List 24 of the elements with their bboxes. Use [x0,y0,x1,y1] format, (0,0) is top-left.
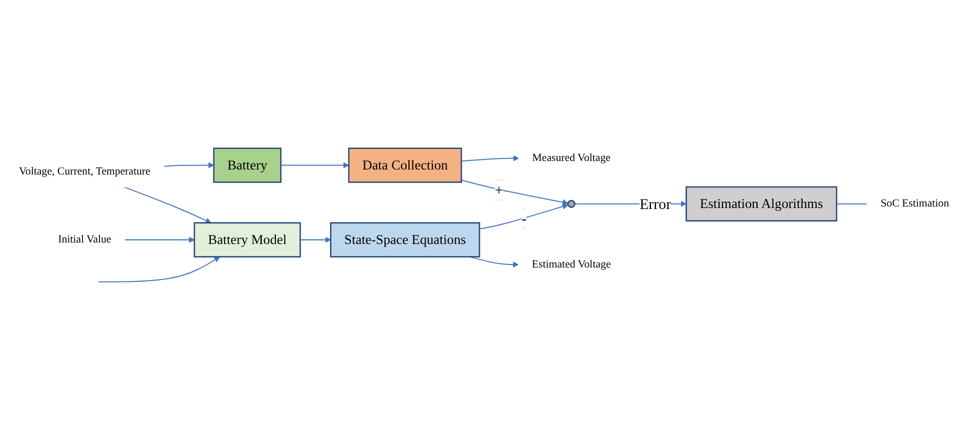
node-text: Voltage, Current, Temperature [18,166,150,178]
node-circle [567,200,576,208]
arrow [300,236,331,243]
node-text: Estimated Voltage [532,258,611,270]
node-text: SoC Estimation [880,198,950,210]
edge-label: Error [640,195,672,212]
arrow [164,162,214,168]
arrow [98,256,220,282]
connector [836,203,868,204]
arrow [461,155,519,162]
edge-label: - [522,210,527,227]
arrow [469,256,519,268]
node-box: Data Collection [348,148,462,183]
node-box: Battery [213,148,282,183]
arrow [124,186,212,224]
node-text: Initial Value [58,234,112,246]
edge-label: + [494,182,504,198]
arrow [124,236,195,243]
arrow [280,162,350,168]
node-box: Battery Model [194,222,301,258]
node-text: Measured Voltage [532,152,610,164]
node-box: Estimation Algorithms [686,186,838,222]
node-box: State-Space Equations [330,222,480,258]
arrow [479,204,568,230]
